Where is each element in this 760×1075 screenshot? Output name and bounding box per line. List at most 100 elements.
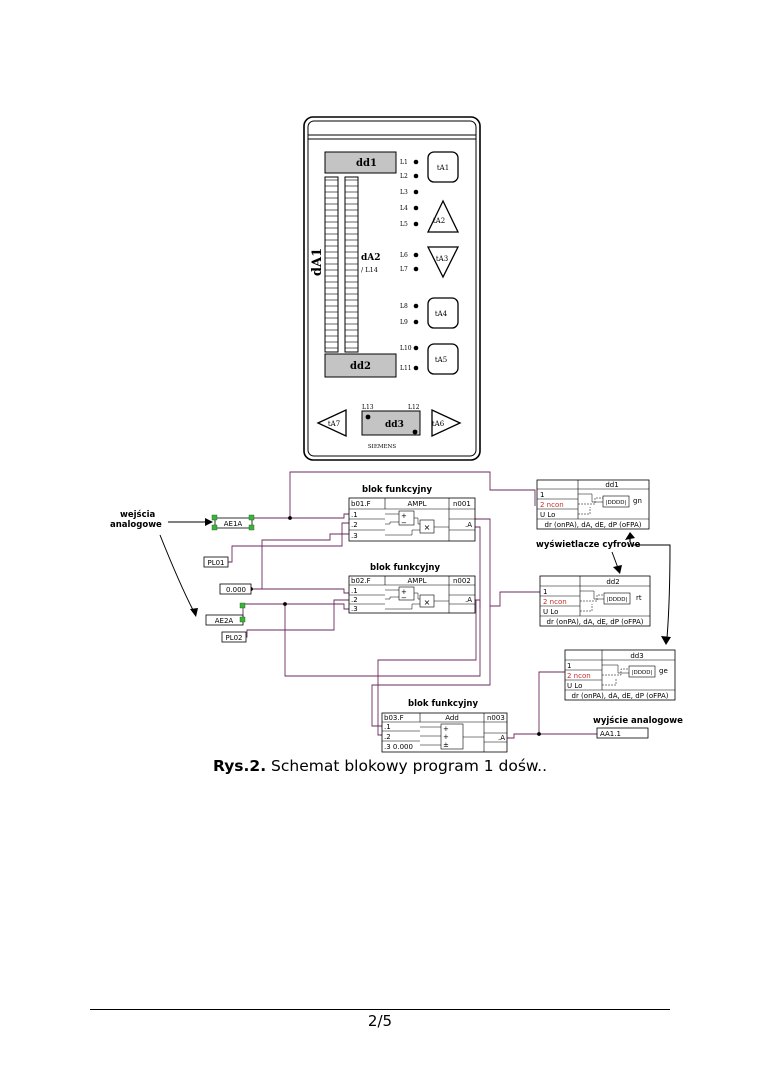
arrow-to-dd2 [611, 551, 619, 569]
led-l10 [413, 345, 419, 351]
display-block-dd2[interactable]: dd2 1 2 ncon U Lo dr (onPA), dA, dE, dP … [539, 575, 651, 627]
dd1-display [324, 151, 397, 174]
function-block-1[interactable]: b01.F AMPL n001 .1 .2 .3 .A + − × [348, 497, 476, 542]
ae1a-handle-tr[interactable] [248, 514, 255, 521]
led-label-l10: L10 [400, 345, 412, 352]
block3-add-box [440, 723, 464, 750]
led-l9 [413, 319, 419, 325]
tA2-label: tA2 [433, 217, 445, 225]
tA4-label: tA4 [435, 310, 448, 318]
display-block-dd1[interactable]: dd1 1 2 ncon U Lo dr (onPA), dA, dE, dP … [536, 479, 650, 530]
led-l1 [413, 159, 419, 165]
l12-label: L12 [408, 404, 420, 411]
ae2a-handle-mid[interactable] [239, 616, 246, 623]
block3-name: b03.F [384, 714, 404, 722]
dd1-row3: U Lo [540, 511, 555, 519]
blok1-title: blok funkcyjny [362, 485, 432, 495]
led-label-l3: L3 [400, 189, 408, 196]
zero-constant-input[interactable] [219, 583, 252, 595]
dd2-display [324, 353, 397, 378]
tA6-right-button[interactable] [431, 408, 462, 438]
led-l6 [413, 252, 419, 258]
l12-led [412, 429, 418, 435]
tA3-down-button[interactable] [426, 246, 460, 279]
block1-plus: + [401, 512, 407, 520]
dd3-row1: 1 [567, 662, 571, 670]
block2-plus: + [401, 588, 407, 596]
led-label-l6: L6 [400, 252, 408, 259]
dd1-unit: gn [633, 497, 642, 505]
dd3-digits: |DDDD| [632, 670, 653, 676]
dd3-title: dd3 [630, 652, 643, 660]
block1-in3: .3 [351, 532, 358, 540]
ae1a-handle-tl[interactable] [211, 514, 218, 521]
block2-func: AMPL [408, 577, 427, 585]
blok2-title: blok funkcyjny [370, 563, 440, 573]
dd2-digits: |DDDD| [607, 597, 628, 603]
block3-p1: + [443, 725, 449, 733]
block3-in1: .1 [384, 723, 391, 731]
tA3-label: tA3 [436, 255, 448, 263]
block2-id: n002 [453, 577, 471, 585]
ae1a-handle-br[interactable] [248, 524, 255, 531]
dd1-row1: 1 [540, 491, 544, 499]
dd3-digits-box [628, 665, 656, 678]
block3-p2: + [443, 733, 449, 741]
aa11-output[interactable] [596, 727, 649, 739]
zero-constant-label: 0.000 [226, 586, 246, 594]
l13-led [365, 414, 371, 420]
arrow-head-ae1a [205, 518, 213, 526]
wyswietlacze-label: wyświetlacze cyfrowe [536, 539, 641, 550]
dd2-row1: 1 [543, 588, 547, 596]
analogowe-label: analogowe [110, 520, 162, 530]
aa11-label: AA1.1 [600, 730, 621, 738]
led-l3 [413, 189, 419, 195]
junction-dot-1 [288, 516, 292, 520]
display-block-dd3[interactable]: dd3 1 2 ncon U Lo dr (onPA), dA, dE, dP … [564, 649, 676, 701]
tA6-label: tA6 [432, 420, 445, 428]
ae1a-handle-bl[interactable] [211, 524, 218, 531]
block1-in1: .1 [351, 511, 358, 519]
tA5-label: tA5 [435, 356, 447, 364]
ae1a-input[interactable] [214, 517, 253, 529]
wejscia-label: wejścia [120, 509, 156, 520]
tA5-button[interactable] [427, 343, 459, 375]
block3-in2: .2 [384, 733, 391, 741]
pl01-input[interactable] [203, 556, 229, 568]
pl02-input[interactable] [221, 631, 247, 643]
led-l2 [413, 173, 419, 179]
caption-text: Schemat blokowy program 1 dośw.. [266, 757, 548, 775]
tA2-up-button[interactable] [426, 199, 460, 233]
dd2-digits-box [603, 592, 631, 605]
ae2a-handle-top[interactable] [239, 602, 246, 609]
dd2-title: dd2 [606, 578, 619, 586]
tA1-button[interactable] [427, 151, 459, 183]
junction-dot-4 [537, 732, 541, 736]
tA1-label: tA1 [437, 164, 449, 172]
block1-in2: .2 [351, 521, 358, 529]
block2-in3: .3 [351, 605, 358, 613]
block3-id: n003 [487, 714, 505, 722]
block1-id: n001 [453, 500, 471, 508]
dd3-label: dd3 [385, 420, 404, 430]
bargraph-left [324, 176, 339, 353]
arrow-head-ae2a [190, 608, 198, 617]
panel-inner-frame [307, 120, 477, 457]
led-l7 [413, 266, 419, 272]
block1-out: .A [465, 521, 472, 529]
block2-subtract-box [398, 586, 415, 601]
page-number: 2/5 [367, 1012, 393, 1030]
tA7-label: tA7 [328, 420, 340, 428]
function-block-2[interactable]: b02.F AMPL n002 .1 .2 .3 .A + − × [348, 575, 476, 614]
controller-front-panel: dA1 dd1 dd2 dA2 / L14 L1L2L3L4L5L6L7L8L9… [303, 116, 481, 461]
dd2-row2: 2 ncon [543, 598, 567, 606]
tA7-left-button[interactable] [316, 408, 347, 438]
dd2-label: dd2 [350, 361, 371, 372]
led-l8 [413, 303, 419, 309]
tA4-button[interactable] [427, 297, 459, 329]
block2-minus: − [401, 594, 407, 602]
figure-caption: Rys.2. Schemat blokowy program 1 dośw.. [0, 757, 760, 775]
block1-minus: − [401, 519, 407, 527]
function-block-3[interactable]: b03.F Add n003 .1 .2 .3 0.000 .A + + ± [381, 712, 508, 753]
